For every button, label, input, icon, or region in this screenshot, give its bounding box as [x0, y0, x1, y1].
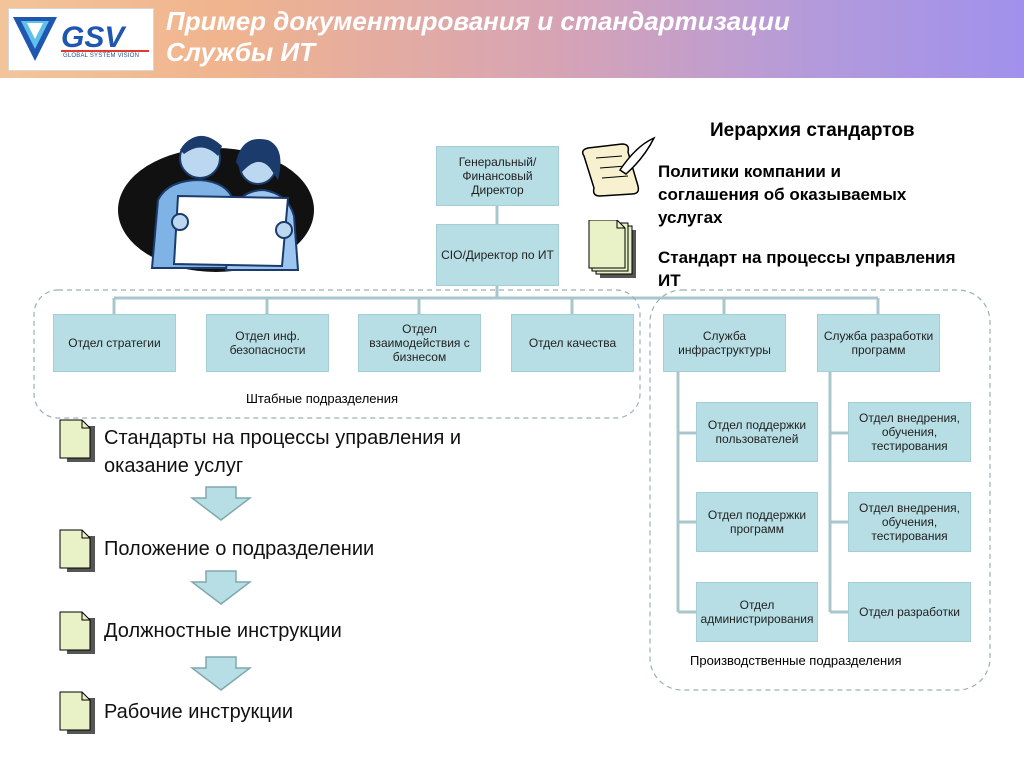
production-group-outline — [649, 289, 991, 691]
box-deployment-dept-2: Отдел внедрения, обучения, тестирования — [848, 492, 971, 552]
staff-units-label: Штабные подразделения — [246, 391, 399, 406]
box-general-director-line1: Генеральный/ — [458, 155, 537, 169]
header-banner: GSV GLOBAL SYSTEM VISION Пример документ… — [0, 0, 1024, 78]
box-quality-dept: Отдел качества — [511, 314, 634, 372]
box-infra-service-line2: инфраструктуры — [678, 343, 771, 357]
box-dev-service-line2: программ — [851, 343, 906, 357]
box-administration-dept-line2: администрирования — [700, 612, 814, 626]
box-infosec-dept-line1: Отдел инф. — [235, 329, 300, 343]
hierarchy-item-policies-line3: услугах — [658, 208, 723, 227]
box-deployment-dept-2-line2: обучения, — [881, 515, 938, 529]
arrow-down-icon — [190, 656, 252, 691]
logo-tagline: GLOBAL SYSTEM VISION — [63, 53, 140, 59]
process-doc-standards-line1: Стандарты на процессы управления и — [104, 427, 462, 449]
box-dev-service-line1: Служба разработки — [823, 329, 934, 343]
production-units-label: Производственные подразделения — [690, 653, 902, 668]
box-deployment-dept-1-line1: Отдел внедрения, — [859, 411, 960, 425]
people-reading-document-icon — [118, 135, 314, 272]
process-doc-work-instructions: Рабочие инструкции — [104, 698, 293, 726]
box-general-director-line3: Директор — [471, 183, 524, 197]
hierarchy-item-it-standard-line1: Стандарт на процессы управления — [658, 248, 956, 267]
document-stack-icon — [588, 220, 636, 278]
box-administration-dept: Отдел администрирования — [696, 582, 818, 642]
box-user-support-dept-line1: Отдел поддержки — [707, 418, 807, 432]
box-strategy-dept-label: Отдел стратегии — [68, 336, 161, 350]
box-software-support-dept: Отдел поддержки программ — [696, 492, 818, 552]
arrow-down-icon — [190, 570, 252, 605]
logo-text: GSV — [61, 21, 127, 54]
box-business-relations-dept: Отдел взаимодействия с бизнесом — [358, 314, 481, 372]
company-logo: GSV GLOBAL SYSTEM VISION — [8, 8, 154, 71]
box-user-support-dept-line2: пользователей — [715, 432, 799, 446]
process-doc-work-instructions-label: Рабочие инструкции — [104, 701, 294, 723]
box-software-support-dept-line1: Отдел поддержки — [707, 508, 807, 522]
box-dev-service: Служба разработки программ — [817, 314, 940, 372]
document-icon — [59, 611, 95, 654]
hierarchy-item-policies-line1: Политики компании и — [658, 162, 841, 181]
box-cio-label: CIO/Директор по ИТ — [441, 248, 554, 262]
box-infosec-dept: Отдел инф. безопасности — [206, 314, 329, 372]
box-deployment-dept-1-line3: тестирования — [871, 439, 948, 453]
box-development-dept-label: Отдел разработки — [859, 605, 960, 619]
box-administration-dept-line1: Отдел — [739, 598, 775, 612]
staff-group-outline — [33, 289, 641, 419]
box-infra-service: Служба инфраструктуры — [663, 314, 786, 372]
box-strategy-dept: Отдел стратегии — [53, 314, 176, 372]
hierarchy-item-it-standard: Стандарт на процессы управления ИТ — [658, 246, 956, 292]
box-general-director-line2: Финансовый — [462, 169, 533, 183]
box-infra-service-line1: Служба — [702, 329, 747, 343]
page-title: Пример документирования и стандартизации… — [166, 6, 886, 68]
box-user-support-dept: Отдел поддержки пользователей — [696, 402, 818, 462]
page-title-line2: Службы ИТ — [166, 37, 315, 67]
box-deployment-dept-1-line2: обучения, — [881, 425, 938, 439]
hierarchy-title: Иерархия стандартов — [710, 120, 915, 141]
process-doc-unit-regulation-label: Положение о подразделении — [104, 538, 375, 560]
box-business-relations-dept-line1: Отдел — [402, 322, 437, 336]
box-deployment-dept-1: Отдел внедрения, обучения, тестирования — [848, 402, 971, 462]
document-icon — [59, 691, 95, 734]
page-title-line1: Пример документирования и стандартизации — [166, 6, 790, 36]
document-icon — [59, 419, 95, 462]
process-doc-job-descriptions: Должностные инструкции — [104, 617, 342, 645]
box-cio: CIO/Директор по ИТ — [436, 224, 559, 286]
box-deployment-dept-2-line3: тестирования — [871, 529, 948, 543]
process-doc-unit-regulation: Положение о подразделении — [104, 535, 374, 563]
process-doc-job-descriptions-label: Должностные инструкции — [104, 620, 342, 642]
box-quality-dept-label: Отдел качества — [528, 336, 617, 350]
box-software-support-dept-line2: программ — [729, 522, 785, 536]
hierarchy-item-policies-line2: соглашения об оказываемых — [658, 185, 907, 204]
arrow-down-icon — [190, 486, 252, 521]
hierarchy-item-it-standard-line2: ИТ — [658, 271, 681, 290]
box-infosec-dept-line2: безопасности — [229, 343, 306, 357]
process-doc-standards: Стандарты на процессы управления и оказа… — [104, 424, 461, 480]
document-icon — [59, 529, 95, 572]
box-development-dept: Отдел разработки — [848, 582, 971, 642]
scroll-quill-icon — [581, 136, 656, 197]
box-business-relations-dept-line3: бизнесом — [392, 350, 447, 364]
hierarchy-item-policies: Политики компании и соглашения об оказыв… — [658, 160, 906, 229]
box-general-director: Генеральный/ Финансовый Директор — [436, 146, 559, 206]
logo-emblem-icon: GSV — [13, 17, 149, 61]
box-business-relations-dept-line2: взаимодействия с — [369, 336, 470, 350]
box-deployment-dept-2-line1: Отдел внедрения, — [859, 501, 960, 515]
process-doc-standards-line2: оказание услуг — [104, 455, 244, 477]
